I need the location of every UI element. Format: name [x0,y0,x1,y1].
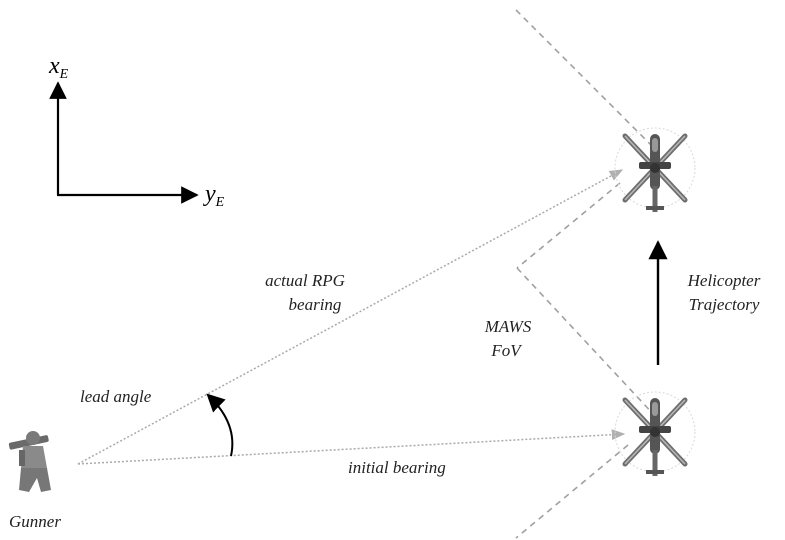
fov-upper-edge-top [515,9,657,151]
fov-upper-edge-bottom [516,182,621,269]
actual-rpg-bearing-label-2: bearing [289,295,342,314]
actual-rpg-bearing-line [77,169,624,465]
fov-lower-edge-top [516,267,657,418]
initial-bearing-label: initial bearing [348,458,446,477]
gunner-icon [8,431,51,492]
helicopter-trajectory-label-2: Trajectory [689,295,760,314]
lead-angle-label: lead angle [80,387,152,406]
actual-rpg-bearing-label-1: actual RPG [265,271,345,290]
y-axis-label: yE [203,181,225,210]
maws-fov-label-2: FoV [490,341,523,360]
helicopter-trajectory-label-1: Helicopter [687,271,761,290]
lead-angle-arc [206,393,234,457]
maws-fov-boundaries [515,9,657,539]
initial-bearing-line [77,429,626,465]
fov-lower-edge-bottom [515,444,629,539]
helicopter-icon [615,392,695,476]
maws-fov-label-1: MAWS [484,317,532,336]
helicopter-icon [615,128,695,212]
x-axis-label: xE [48,53,69,82]
gunner-label: Gunner [9,512,61,531]
earth-frame-axes: xE yE [48,53,225,210]
